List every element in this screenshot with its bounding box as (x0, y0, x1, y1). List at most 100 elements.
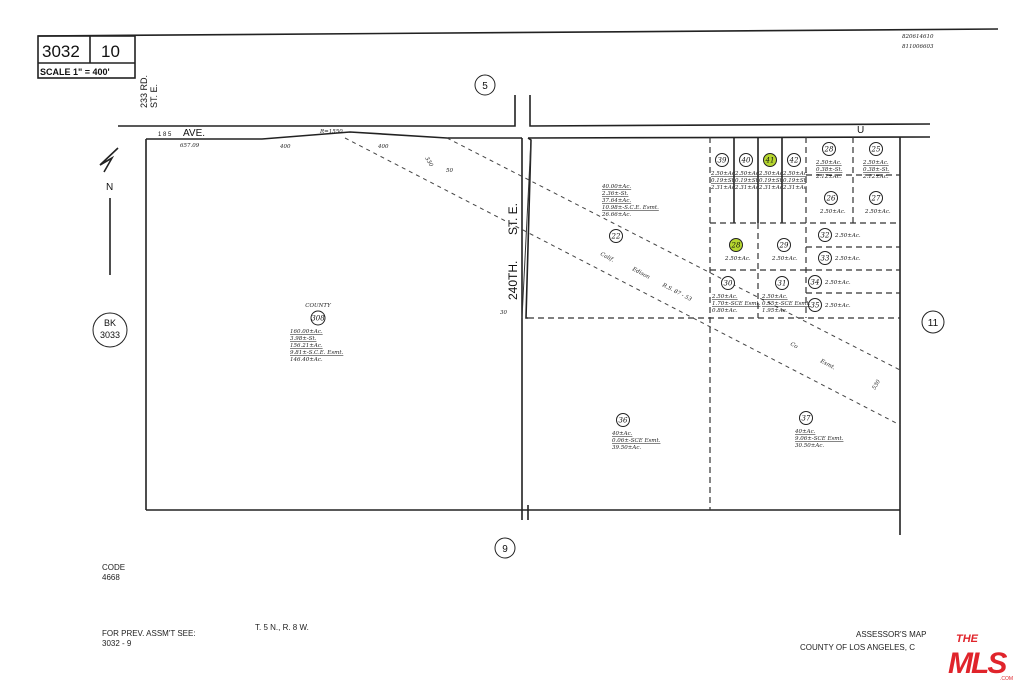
parcel-number: 26 (826, 195, 836, 203)
dim-50: 50 (446, 168, 453, 174)
parcel-area-line: 9.06±-SCE Esmt. (795, 436, 844, 442)
parcel-number: 40 (741, 157, 751, 165)
parcel-number-circle (808, 298, 822, 312)
parcel-number-circle (822, 142, 836, 156)
map-footer: CODE 4668 FOR PREV. ASSM'T SEE: 3032 - 9… (102, 563, 926, 652)
parcel-number-circle (818, 251, 832, 265)
dim-657: 657.09 (180, 143, 200, 149)
svg-text:.COM: .COM (1000, 676, 1013, 682)
parcel-30[interactable]: 30 2.50±Ac.1.70±-SCE Esmt.0.80±Ac. (711, 276, 761, 315)
county-label: COUNTY OF LOS ANGELES, C (800, 643, 915, 652)
parcel-area-line: 2.31±Ac (758, 185, 783, 191)
parcel-area-line: 2.31±Ac (710, 185, 735, 191)
parcel-22[interactable]: 2240.00±Ac.2.36±-St.37.64±Ac.10.98±-S.C.… (601, 184, 659, 243)
parcel-area-line: 2.50±Ac (710, 171, 735, 177)
parcel-area-line: 2.50±Ac. (711, 294, 738, 300)
parcel-42[interactable]: 422.50±Ac0.19±St2.31±Ac (782, 153, 807, 192)
parcel-number-circle (775, 276, 789, 290)
code-value: 4668 (102, 573, 120, 582)
dim-400b: 400 (377, 144, 389, 150)
page-number: 10 (101, 42, 120, 61)
parcel-41[interactable]: 412.50±Ac0.19±St2.31±Ac (758, 153, 783, 192)
top-border (37, 28, 999, 37)
easement-edison: Edison (630, 266, 651, 281)
parcel-35[interactable]: 35 2.50±Ac. (808, 298, 851, 312)
parcel-number: 36 (619, 417, 628, 425)
easement-rs: R.S. 87 - 53 (660, 282, 693, 303)
easement-calif: Calif. (599, 251, 615, 263)
adjacent-maps: 5 9 11 BK 3033 (92, 74, 945, 559)
parcel-number-circle (715, 153, 729, 167)
dim-400a: 400 (279, 144, 291, 150)
assessors-map-title: ASSESSOR'S MAP (856, 630, 926, 639)
parcel-area-line: 0.06±-SCE Esmt. (612, 438, 661, 444)
parcel-number: 308 (311, 315, 325, 323)
adjacent-south[interactable]: 9 (502, 544, 508, 555)
parcel-area-line: 0.19±St (735, 178, 759, 184)
doc-number-1: 820614610 (902, 34, 934, 40)
prev-assmt-label: FOR PREV. ASSM'T SEE: (102, 629, 196, 638)
parcel-308[interactable]: 308COUNTY160.00±Ac.3.98±-St.156.21±Ac.9.… (290, 303, 344, 363)
code-label: CODE (102, 563, 125, 572)
parcel-number-circle (721, 276, 735, 290)
parcel-number: 30 (724, 280, 733, 288)
parcel-number-circle (763, 153, 777, 167)
parcel-area-line: 40±Ac. (611, 431, 633, 437)
parcel-28[interactable]: 282.50±Ac.0.38±-St.2.12±Ac. (815, 142, 843, 181)
parcel-area-line: 0.19±St (759, 178, 783, 184)
parcel-number-circle (799, 411, 813, 425)
parcel-number: 35 (811, 302, 820, 310)
adjacent-north[interactable]: 5 (482, 81, 488, 92)
parcel-number-circle (616, 413, 630, 427)
parcel-area-line: 1.70±-SCE Esmt. (712, 301, 761, 307)
parcel-area-line: 0.55±-SCE Esmt. (762, 301, 811, 307)
parcel-number: 39 (718, 157, 727, 165)
easement-esmt: Esmt. (818, 358, 836, 371)
parcel-area-line: 2.31±Ac (734, 185, 759, 191)
parcel-number-circle (824, 191, 838, 205)
road-u: U (857, 125, 864, 136)
parcel-number-circle (310, 310, 326, 326)
road-240th-st-e: ST. E. (506, 203, 520, 235)
adjacent-west[interactable]: 3033 (100, 330, 120, 340)
parcel-40[interactable]: 402.50±Ac0.19±St2.31±Ac (734, 153, 759, 192)
parcel-28[interactable]: 282.50±Ac. (724, 238, 751, 263)
parcel-area-line: 2.50±Ac. (824, 280, 851, 286)
parcel-area-line: 0.80±Ac. (712, 308, 738, 314)
parcel-27[interactable]: 272.50±Ac. (864, 191, 891, 216)
parcel-31[interactable]: 312.50±Ac.0.55±-SCE Esmt.1.95±Ac. (761, 276, 811, 315)
parcel-area-line: 0.38±-St. (863, 167, 890, 173)
prev-assmt-value: 3032 - 9 (102, 639, 132, 648)
dim-530: 530 (872, 378, 883, 391)
parcel-39[interactable]: 392.50±Ac0.19±St2.31±Ac (710, 153, 735, 192)
road-st-e-top: ST. E. (149, 84, 159, 108)
parcel-number: 22 (611, 233, 621, 241)
parcel-area-line: 40.00±Ac. (601, 184, 631, 190)
road-240th: 240TH. (506, 261, 520, 300)
parcel-26[interactable]: 262.50±Ac. (819, 191, 846, 216)
road-233-rd: 233 RD. (139, 75, 149, 108)
parcel-area-line: 3.98±-St. (290, 336, 317, 342)
parcel-25[interactable]: 252.50±Ac.0.38±-St.2.12±Ac. (862, 142, 890, 181)
parcel-area-line: 2.50±Ac. (834, 233, 861, 239)
scale-label: SCALE 1" = 400' (40, 67, 110, 77)
parcel-number: 29 (779, 242, 789, 250)
dim-330: 330 (423, 156, 434, 169)
adjacent-east[interactable]: 11 (928, 318, 939, 329)
the-mls-logo: THE MLS .COM (948, 633, 1013, 682)
parcel-area-line: 2.50±Ac. (824, 303, 851, 309)
parcel-number-circle (729, 238, 743, 252)
parcel-29[interactable]: 292.50±Ac. (771, 238, 798, 263)
parcel-number-circle (869, 191, 883, 205)
parcel-number-circle (808, 275, 822, 289)
map-header: 3032 10 SCALE 1" = 400' 820614610 811006… (37, 28, 999, 79)
parcel-area-line: 2.50±Ac. (724, 256, 751, 262)
parcel-number-circle (818, 228, 832, 242)
parcel-area-line: 0.38±-St. (816, 167, 843, 173)
parcel-area-line: 1.95±Ac. (762, 308, 788, 314)
